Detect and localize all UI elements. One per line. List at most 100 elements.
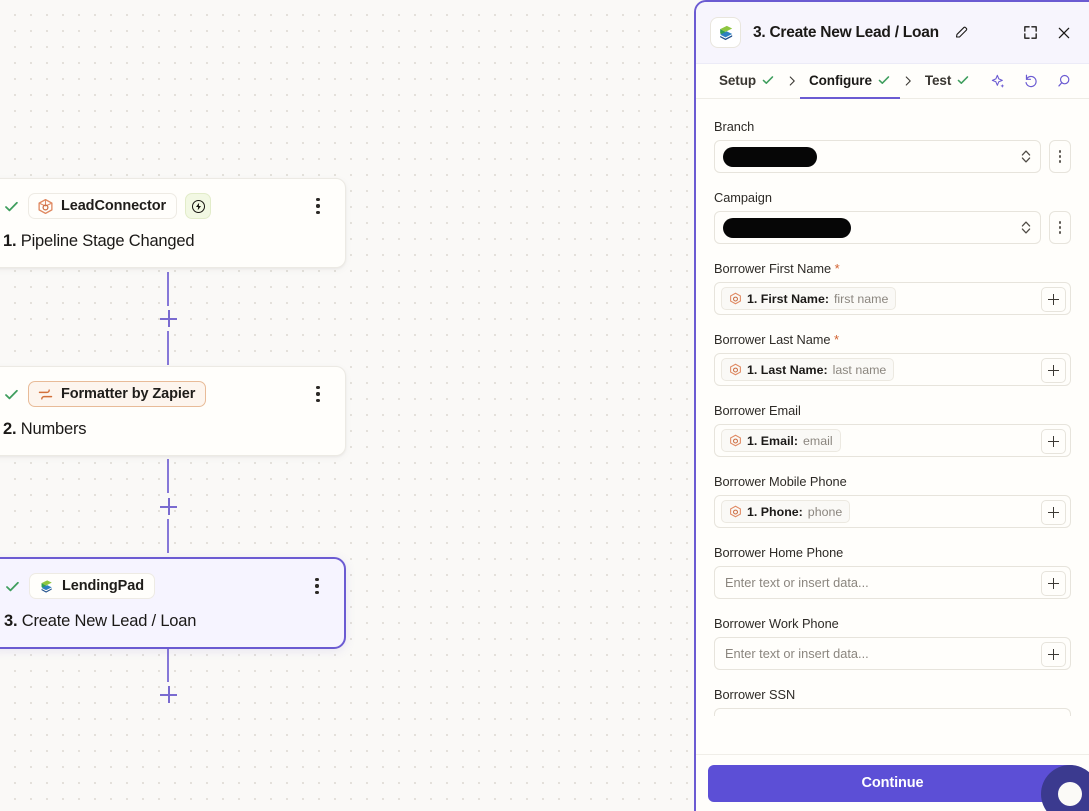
tab-configure-label: Configure <box>809 72 872 88</box>
input-placeholder: Enter text or insert data... <box>725 575 869 590</box>
chevron-right-icon <box>905 76 911 86</box>
field-label-borrower-first-name: Borrower First Name * <box>714 261 1071 276</box>
node-title-2: 2. Numbers <box>3 420 329 439</box>
insert-data-button[interactable] <box>1041 642 1066 667</box>
panel-footer: Continue <box>696 754 1089 811</box>
node-title-3: 3. Create New Lead / Loan <box>4 612 328 631</box>
panel-title: 3. Create New Lead / Loan <box>753 23 939 41</box>
borrower-last-name-input[interactable]: 1. Last Name: last name <box>714 353 1071 386</box>
token-label: 1. Phone: <box>747 504 803 519</box>
node-menu-button-2[interactable] <box>307 381 329 407</box>
borrower-home-phone-input[interactable]: Enter text or insert data... <box>714 566 1071 599</box>
borrower-first-name-input[interactable]: 1. First Name: first name <box>714 282 1071 315</box>
token-value: last name <box>832 362 887 377</box>
tab-complete-check-icon <box>878 76 890 84</box>
step-complete-check-icon <box>5 389 18 399</box>
connector-line-1a <box>167 272 169 306</box>
branch-options-button[interactable] <box>1049 140 1071 173</box>
node-title-1: 1. Pipeline Stage Changed <box>3 232 329 251</box>
formatter-icon <box>38 388 53 400</box>
data-token[interactable]: 1. Last Name: last name <box>721 358 895 381</box>
campaign-select[interactable] <box>714 211 1041 244</box>
field-borrower-home-phone: Borrower Home Phone Enter text or insert… <box>714 545 1071 599</box>
tab-test-label: Test <box>924 72 952 88</box>
token-value: phone <box>807 504 843 519</box>
ai-assist-button[interactable] <box>987 70 1009 92</box>
borrower-ssn-input[interactable] <box>714 708 1071 716</box>
step-detail-panel: 3. Create New Lead / Loan Setup <box>694 0 1089 811</box>
borrower-work-phone-input[interactable]: Enter text or insert data... <box>714 637 1071 670</box>
chevron-updown-icon <box>1021 150 1031 163</box>
insert-data-button[interactable] <box>1041 571 1066 596</box>
tab-separator-2 <box>900 75 916 87</box>
tab-separator-1 <box>784 75 800 87</box>
chevron-right-icon <box>789 76 795 86</box>
expand-icon <box>1023 26 1037 39</box>
app-chip-lendingpad[interactable]: LendingPad <box>29 573 155 599</box>
field-campaign: Campaign <box>714 190 1071 244</box>
tab-complete-check-icon <box>762 76 774 84</box>
workflow-node-1[interactable]: LeadConnector 1. Pipeline Stage Changed <box>0 178 346 268</box>
leadconnector-icon <box>730 363 741 376</box>
continue-button[interactable]: Continue <box>708 764 1077 802</box>
close-icon <box>1058 27 1070 38</box>
borrower-mobile-phone-input[interactable]: 1. Phone: phone <box>714 495 1071 528</box>
data-token[interactable]: 1. Phone: phone <box>721 500 851 523</box>
tab-test[interactable]: Test <box>916 64 979 99</box>
insert-data-button[interactable] <box>1041 358 1066 383</box>
app-chip-leadconnector[interactable]: LeadConnector <box>28 193 178 219</box>
branch-value-redacted <box>723 146 817 167</box>
data-token[interactable]: 1. Email: email <box>721 429 841 452</box>
field-label-borrower-mobile-phone: Borrower Mobile Phone <box>714 474 847 489</box>
add-step-button-1[interactable] <box>160 310 177 327</box>
field-label-borrower-email: Borrower Email <box>714 403 801 418</box>
field-label-borrower-work-phone: Borrower Work Phone <box>714 616 839 631</box>
expand-panel-button[interactable] <box>1019 22 1041 44</box>
panel-app-icon <box>710 17 741 48</box>
token-label: 1. Last Name: <box>747 362 828 377</box>
workflow-node-3[interactable]: LendingPad 3. Create New Lead / Loan <box>0 557 346 649</box>
step-complete-check-icon <box>6 581 19 591</box>
workflow-node-2[interactable]: Formatter by Zapier 2. Numbers <box>0 366 346 456</box>
chat-help-button[interactable] <box>1041 765 1089 811</box>
node-step-title-1: Pipeline Stage Changed <box>20 232 195 250</box>
input-placeholder: Enter text or insert data... <box>725 646 869 661</box>
close-panel-button[interactable] <box>1053 22 1075 44</box>
connector-line-2a <box>167 459 169 493</box>
connector-line-1b <box>167 331 169 365</box>
field-label-borrower-last-name: Borrower Last Name * <box>714 332 1071 347</box>
borrower-email-input[interactable]: 1. Email: email <box>714 424 1071 457</box>
campaign-options-button[interactable] <box>1049 211 1071 244</box>
insert-data-button[interactable] <box>1041 500 1066 525</box>
insert-data-button[interactable] <box>1041 429 1066 454</box>
search-button[interactable] <box>1053 70 1075 92</box>
required-marker: * <box>834 261 840 276</box>
node-menu-button-3[interactable] <box>306 573 328 599</box>
node-step-number-1: 1. <box>3 232 17 250</box>
rename-step-button[interactable] <box>951 22 973 44</box>
lightning-bolt-icon <box>191 199 205 213</box>
app-chip-label: LendingPad <box>62 578 144 594</box>
data-token[interactable]: 1. First Name: first name <box>721 287 897 310</box>
label-text: Borrower Last Name <box>714 332 831 347</box>
branch-select[interactable] <box>714 140 1041 173</box>
tab-configure[interactable]: Configure <box>800 64 900 99</box>
field-borrower-first-name: Borrower First Name * 1. First Name: fir… <box>714 261 1071 315</box>
workflow-canvas[interactable]: LeadConnector 1. Pipeline Stage Changed <box>0 0 697 811</box>
app-chip-formatter-by-zapier[interactable]: Formatter by Zapier <box>28 381 207 407</box>
node-step-number-2: 2. <box>3 420 17 438</box>
undo-button[interactable] <box>1020 70 1042 92</box>
token-value: email <box>802 433 833 448</box>
tab-setup[interactable]: Setup <box>710 64 784 99</box>
pencil-icon <box>956 26 968 38</box>
add-step-button-3[interactable] <box>160 686 177 703</box>
required-marker: * <box>833 332 839 347</box>
insert-data-button[interactable] <box>1041 287 1066 312</box>
app-chip-label: LeadConnector <box>61 198 167 214</box>
add-step-button-2[interactable] <box>160 498 177 515</box>
token-value: first name <box>833 291 889 306</box>
field-label-branch: Branch <box>714 119 755 134</box>
chat-help-icon <box>1058 782 1082 806</box>
label-text: Borrower First Name <box>714 261 832 276</box>
node-menu-button-1[interactable] <box>307 193 329 219</box>
